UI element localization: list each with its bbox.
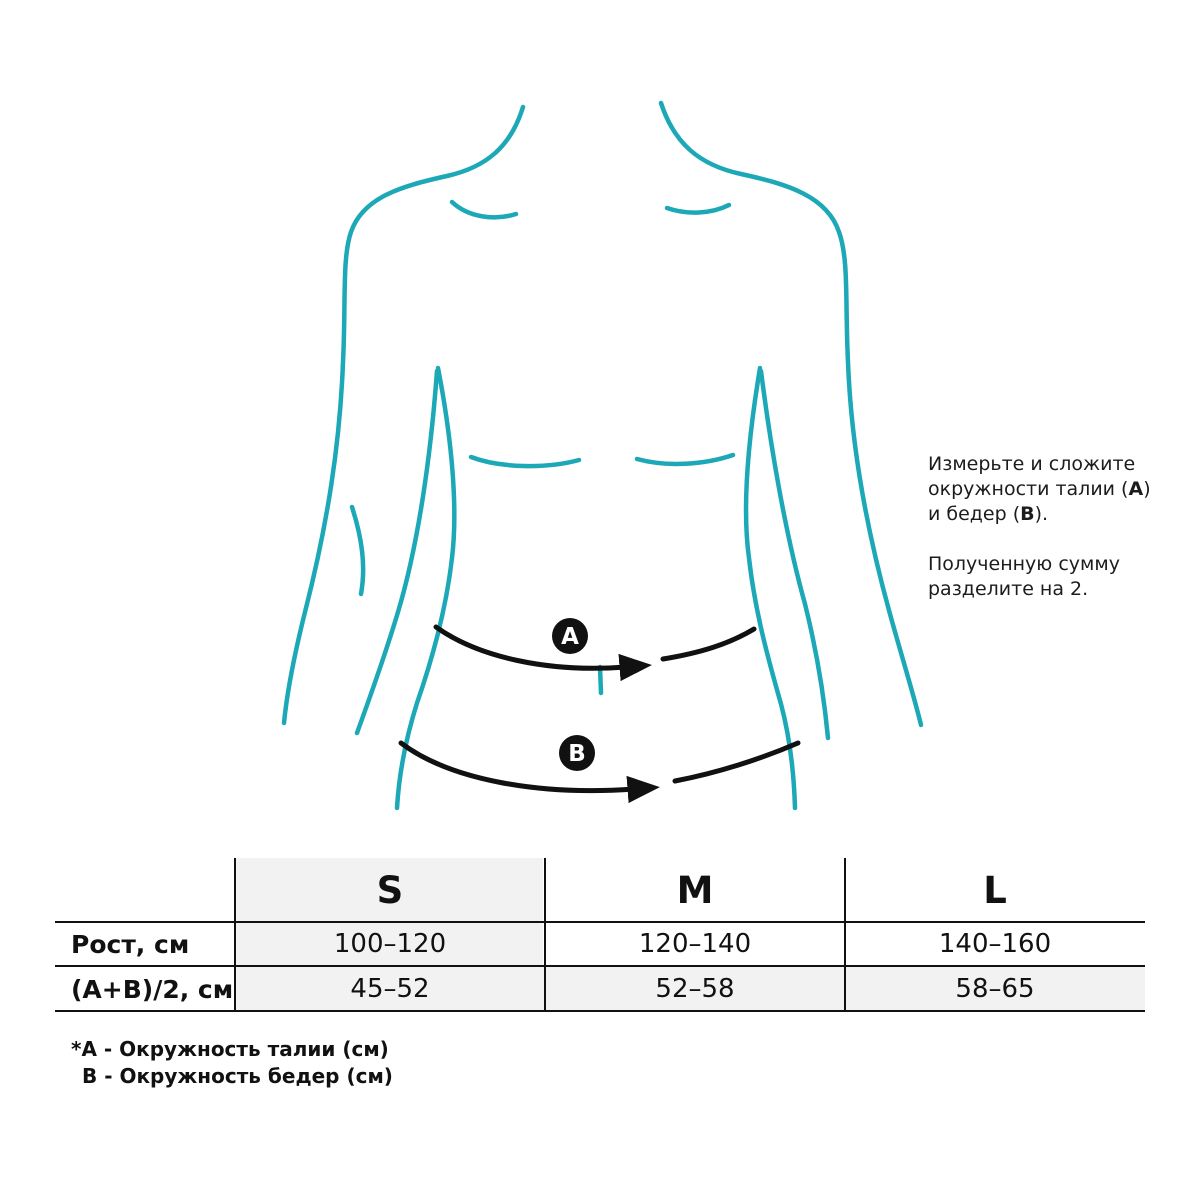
table-cell-abhalf-s: 45–52 [350,974,430,1004]
table-horizontal-line [55,920,1145,923]
instruction-paragraph-2: Полученную сумму разделите на 2. [928,552,1168,602]
right-collarbone-line [664,202,732,215]
waist-marker-badge [552,618,588,654]
size-column-header-m: M [676,868,714,912]
right-chest-line [634,452,736,467]
footnote-hip: B - Окружность бедер (см) [82,1064,393,1088]
hip-arrow-front-arc [398,740,660,804]
table-footnotes: *A - Окружность талии (см) B - Окружност… [71,1036,393,1090]
right-outer-arm-line [658,100,924,728]
table-corner-cell [55,858,235,922]
table-cell-height-m: 120–140 [638,929,752,959]
row-label-height: Рост, см [71,929,190,959]
instruction-line: Полученную сумму [928,553,1120,575]
bottom-row-shading [235,966,1145,1012]
waist-measure-arrow: A [433,618,757,682]
hip-letter-ref: B [1020,503,1035,525]
table-horizontal-line [55,964,1145,967]
table-vertical-line [233,858,236,1012]
size-table-grid: S M L Рост, см 100–120 120–140 140–160 (… [55,858,1145,1012]
instruction-line: разделите на 2. [928,578,1089,600]
torso-outline [281,100,924,811]
row-label-ab-half: (A+B)/2, см [71,974,234,1004]
instruction-text: ). [1034,503,1049,525]
instruction-text: ) [1143,478,1151,500]
waist-letter-ref: A [1128,478,1144,500]
torso-measurement-illustration: A B [281,100,924,811]
right-inner-arm-line [758,368,831,741]
instruction-text: окружности талии ( [928,478,1129,500]
left-chest-line [468,454,582,469]
left-side-detail-line [349,504,366,597]
instruction-line: Измерьте и сложите [928,453,1136,475]
waist-arrow-back-arc [660,626,757,662]
table-cell-height-l: 140–160 [938,929,1052,959]
footnote-waist: *A - Окружность талии (см) [71,1037,389,1061]
left-collarbone-line [449,199,519,220]
table-vertical-line [843,858,846,1012]
waist-arrow-front-arc [433,624,652,682]
table-vertical-line [543,858,546,1012]
table-cell-abhalf-m: 52–58 [655,974,735,1004]
instruction-text: и бедер ( [928,503,1021,525]
instruction-line: окружности талии (A) [928,477,1168,502]
size-table: S M L Рост, см 100–120 120–140 140–160 (… [55,858,1145,1012]
navel-line [597,664,604,696]
hip-arrow-back-arc [672,740,801,784]
hip-measure-arrow: B [398,735,801,804]
size-column-header-s: S [376,868,404,912]
waist-marker-letter: A [561,624,579,650]
table-cell-height-s: 100–120 [333,929,447,959]
left-inner-arm-line [354,368,440,736]
size-column-header-l: L [983,868,1007,912]
table-cell-abhalf-l: 58–65 [955,974,1035,1004]
hip-marker-letter: B [568,741,586,767]
table-horizontal-line [55,1009,1145,1012]
hip-marker-badge [559,735,595,771]
instruction-line: и бедер (B). [928,502,1168,527]
left-outer-arm-line [281,104,526,726]
